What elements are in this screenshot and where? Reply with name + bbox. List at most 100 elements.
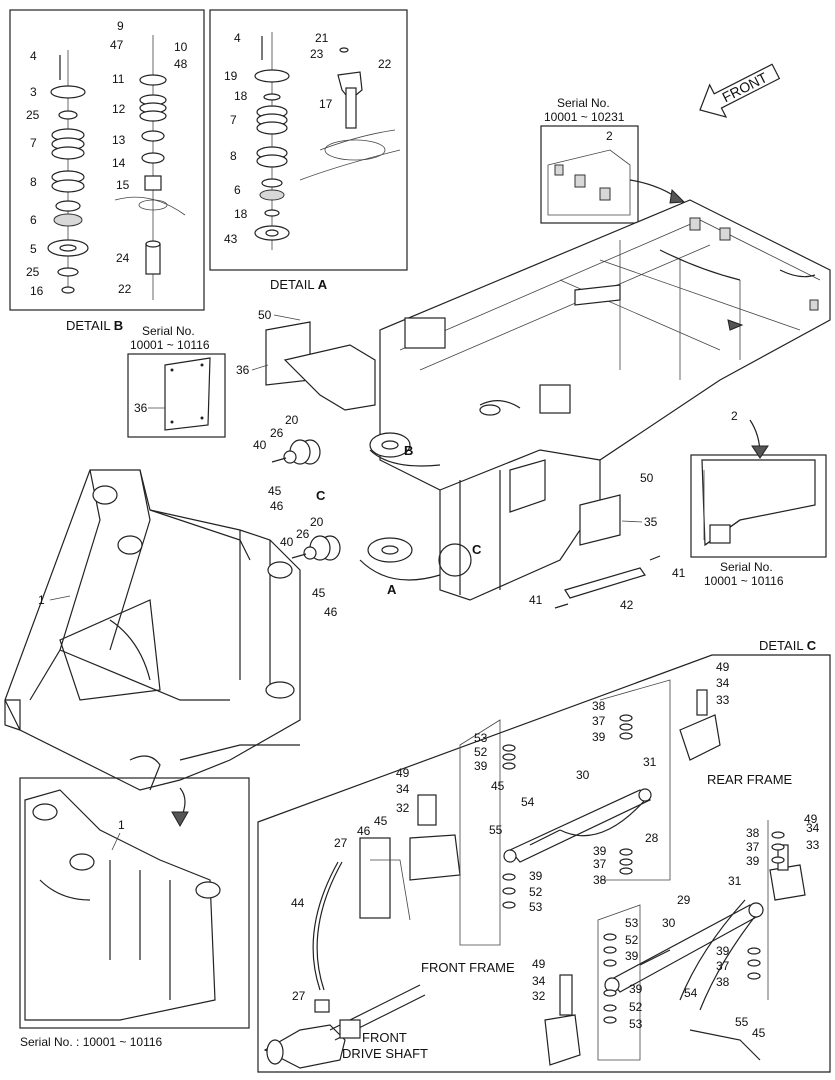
callout: 53 [629, 1017, 643, 1031]
callout: 45 [752, 1026, 766, 1040]
callout: 37 [593, 857, 607, 871]
bushing-group-upper [271, 439, 321, 465]
callout: 44 [291, 896, 305, 910]
callout: 46 [270, 499, 284, 513]
front-drive-shaft-label-1: FRONT [362, 1030, 407, 1045]
main-callouts: 50 36 20 26 40 B 45 46 C 20 26 40 A C 2 … [38, 308, 738, 619]
detail-a-title: DETAIL A [270, 277, 328, 292]
callout: 1 [38, 593, 45, 607]
callout: 45 [491, 779, 505, 793]
callout: 30 [662, 916, 676, 930]
callout: 12 [112, 102, 126, 116]
inset-serial-label: Serial No. [720, 560, 773, 574]
callout: 20 [285, 413, 299, 427]
callout: 41 [672, 566, 686, 580]
callout: 26 [296, 527, 310, 541]
callout: 52 [529, 885, 543, 899]
callout: 17 [319, 97, 333, 111]
detail-a-pin [299, 47, 401, 181]
detail-c-callouts: 49 34 33 38 37 39 53 52 39 30 31 49 34 3… [291, 660, 820, 1040]
detail-b-stack-right [114, 35, 186, 300]
callout: 43 [224, 232, 238, 246]
callout: 6 [30, 213, 37, 227]
callout: 48 [174, 57, 188, 71]
detail-c-panel: DETAIL C [257, 638, 831, 1073]
callout: 8 [30, 175, 37, 189]
callout: 39 [629, 982, 643, 996]
callout: 53 [474, 731, 488, 745]
callout-letter: C [316, 488, 326, 503]
callout: 23 [310, 47, 324, 61]
detail-b-stack-left [47, 50, 89, 294]
front-arrow: FRONT [699, 63, 781, 118]
inset-serial-range: 10001 ~ 10231 [544, 110, 625, 124]
callout: 49 [804, 812, 818, 826]
callout: 38 [592, 699, 606, 713]
callout: 9 [117, 19, 124, 33]
callout: 39 [474, 759, 488, 773]
callout: 34 [806, 821, 820, 835]
callout: 45 [312, 586, 326, 600]
callout: 54 [521, 795, 535, 809]
callout: 37 [716, 959, 730, 973]
callout: 4 [30, 49, 37, 63]
callout: 34 [532, 974, 546, 988]
callout: 39 [625, 949, 639, 963]
callout: 39 [716, 944, 730, 958]
detail-a-stack [254, 32, 290, 250]
callout: 49 [716, 660, 730, 674]
callout: 19 [224, 69, 238, 83]
callout: 29 [677, 893, 691, 907]
callout: 52 [474, 745, 488, 759]
callout: 18 [234, 207, 248, 221]
callout-letter: B [404, 443, 413, 458]
inset-part-35: Serial No. 10001 ~ 10116 [690, 419, 827, 588]
front-frame-drawing [4, 469, 301, 791]
callout: 49 [532, 957, 546, 971]
inset-serial-label: Serial No. [557, 96, 610, 110]
inset-part-2-top: Serial No. 10001 ~ 10231 2 [540, 96, 686, 224]
callout: 53 [625, 916, 639, 930]
callout: 14 [112, 156, 126, 170]
callout: 45 [374, 814, 388, 828]
callout: 35 [644, 515, 658, 529]
front-drive-shaft-label-2: DRIVE SHAFT [342, 1046, 428, 1061]
callout: 49 [396, 766, 410, 780]
callout: 33 [716, 693, 730, 707]
callout: 22 [118, 282, 132, 296]
callout: 38 [716, 975, 730, 989]
callout: 31 [728, 874, 742, 888]
callout: 16 [30, 284, 44, 298]
callout: 39 [529, 869, 543, 883]
callout: 53 [529, 900, 543, 914]
callout: 18 [234, 89, 248, 103]
inset-part-1: 1 Serial No. : 10001 ~ 10116 [19, 777, 250, 1049]
inset-serial-text: Serial No. : 10001 ~ 10116 [20, 1035, 163, 1049]
callout: 50 [640, 471, 654, 485]
detail-a-panel: 4 19 18 7 8 6 18 43 21 23 22 17 [209, 9, 408, 271]
callout: 40 [280, 535, 294, 549]
callout: 50 [258, 308, 272, 322]
callout: 21 [315, 31, 329, 45]
rear-frame-label: REAR FRAME [707, 772, 793, 787]
callout: 8 [230, 149, 237, 163]
callout: 38 [746, 826, 760, 840]
callout: 3 [30, 85, 37, 99]
callout: 25 [26, 108, 40, 122]
callout: 41 [529, 593, 543, 607]
callout: 6 [234, 183, 241, 197]
callout: 55 [489, 823, 503, 837]
callout: 37 [746, 840, 760, 854]
callout-letter: A [387, 582, 397, 597]
callout: 47 [110, 38, 124, 52]
inset-serial-range: 10001 ~ 10116 [704, 574, 784, 588]
detail-b-callouts: 9 47 10 48 4 11 3 12 25 7 13 14 8 15 6 5… [26, 19, 188, 298]
callout: 46 [357, 824, 371, 838]
callout: 28 [645, 831, 659, 845]
callout: 32 [396, 801, 410, 815]
callout: 39 [746, 854, 760, 868]
rear-frame-drawing [265, 199, 831, 609]
callout: 4 [234, 31, 241, 45]
callout: 24 [116, 251, 130, 265]
